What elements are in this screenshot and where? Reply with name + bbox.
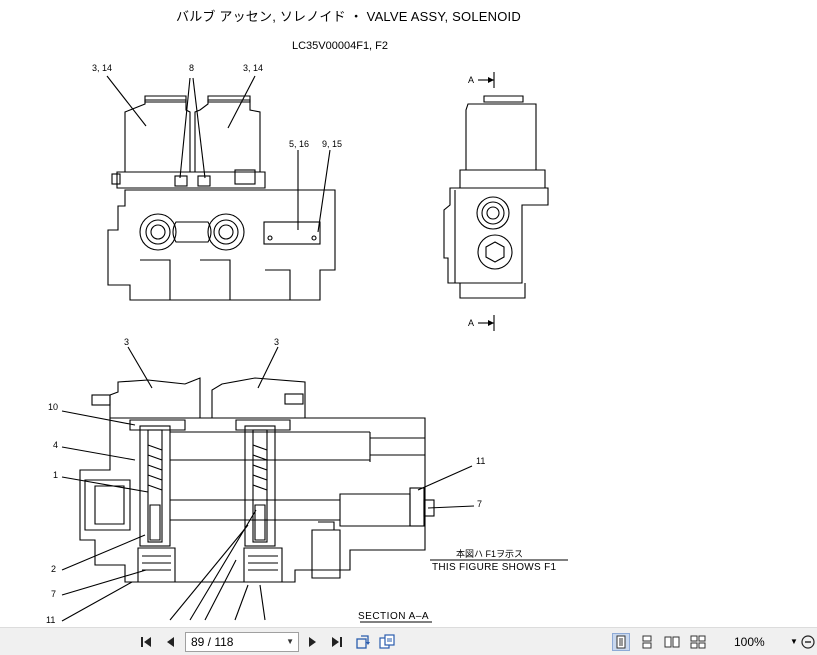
callout-10: 10 — [48, 402, 59, 412]
front-view — [106, 75, 336, 301]
callout-9-15: 9, 15 — [322, 139, 343, 149]
callout-5-16: 5, 16 — [289, 139, 310, 149]
figure-note-jp: 本図ハ F1ヲ示ス — [456, 549, 524, 559]
zoom-out-icon — [801, 635, 815, 649]
viewer-toolbar: 89 / 118 ▼ 100% ▼ — [0, 627, 817, 655]
prev-page-button[interactable] — [161, 633, 179, 651]
callout-11-right: 11 — [476, 456, 486, 466]
two-page-icon — [664, 636, 680, 648]
section-marker-bottom: A — [468, 318, 475, 328]
callout-3-left: 3 — [124, 337, 130, 347]
export-icon — [379, 634, 395, 649]
two-page-view-button[interactable] — [663, 633, 681, 651]
model-number: LC35V00004F1, F2 — [292, 40, 389, 52]
single-page-view-button[interactable] — [612, 633, 630, 651]
figure-note-en: THIS FIGURE SHOWS F1 — [432, 562, 557, 573]
page-number-value: 89 / 118 — [191, 635, 234, 649]
technical-drawing — [61, 72, 568, 623]
continuous-icon — [642, 635, 652, 649]
first-page-button[interactable] — [137, 633, 155, 651]
first-page-icon — [141, 637, 151, 647]
rotate-button[interactable] — [354, 633, 372, 651]
last-page-icon — [332, 637, 342, 647]
section-marker-top: A — [468, 75, 475, 85]
single-page-icon — [616, 635, 626, 649]
section-view — [61, 346, 568, 623]
side-view — [443, 72, 549, 331]
drawing-title: バルブ アッセン, ソレノイド ・ VALVE ASSY, SOLENOID — [176, 9, 521, 24]
callout-7-right: 7 — [477, 499, 483, 509]
callout-7-left: 7 — [51, 589, 57, 599]
chevron-down-icon[interactable]: ▼ — [790, 637, 798, 646]
page-number-input[interactable]: 89 / 118 ▼ — [185, 632, 299, 652]
next-page-icon — [309, 637, 316, 647]
callout-3-right: 3 — [274, 337, 280, 347]
next-page-button[interactable] — [304, 633, 322, 651]
callout-1: 1 — [53, 470, 59, 480]
two-page-continuous-icon — [690, 635, 706, 649]
chevron-down-icon: ▼ — [286, 637, 294, 646]
callout-3-14-right: 3, 14 — [243, 63, 264, 73]
callout-3-14-left: 3, 14 — [92, 63, 113, 73]
export-button[interactable] — [378, 633, 396, 651]
callout-2: 2 — [51, 564, 57, 574]
document-viewer[interactable]: バルブ アッセン, ソレノイド ・ VALVE ASSY, SOLENOID L… — [0, 0, 817, 627]
callout-8: 8 — [189, 63, 195, 73]
section-label: SECTION A–A — [358, 611, 430, 622]
zoom-out-button[interactable] — [799, 633, 817, 651]
two-page-continuous-view-button[interactable] — [689, 633, 707, 651]
last-page-button[interactable] — [328, 633, 346, 651]
prev-page-icon — [167, 637, 174, 647]
rotate-icon — [356, 635, 370, 649]
continuous-view-button[interactable] — [638, 633, 656, 651]
callout-11-left: 11 — [46, 615, 56, 625]
zoom-level[interactable]: 100% — [734, 635, 765, 649]
callout-4: 4 — [53, 440, 59, 450]
